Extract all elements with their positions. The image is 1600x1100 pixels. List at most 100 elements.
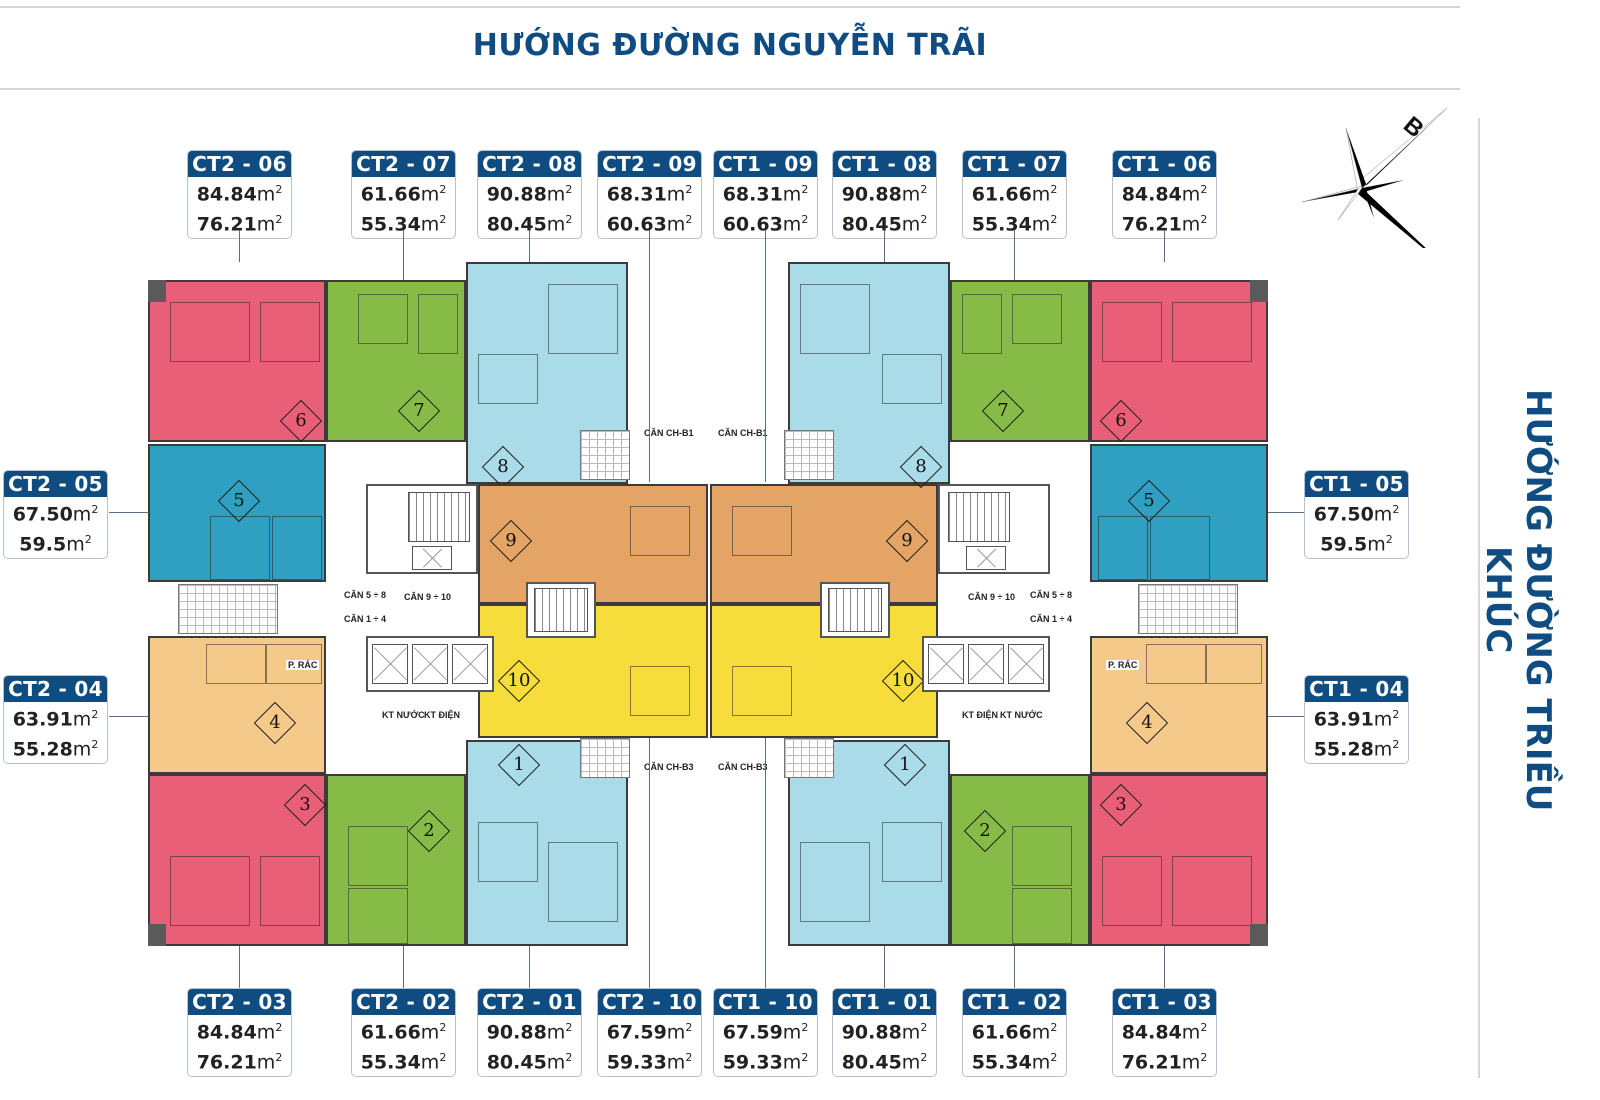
can-ch-b3-label-left: CĂN CH-B3 [644, 762, 694, 772]
can-9-10-label-ct2: CĂN 9 ÷ 10 [404, 592, 451, 602]
can-1-4-label-ct2: CĂN 1 ÷ 4 [344, 614, 386, 624]
unit-ct2-02[interactable]: 2 [326, 774, 466, 946]
leader-line [765, 230, 766, 482]
unit-code: CT1 - 03 [1113, 989, 1216, 1015]
kt-dien-label-ct1: KT ĐIỆN [962, 710, 998, 720]
structural-column [1250, 280, 1268, 302]
unit-label-ct1-02[interactable]: CT1 - 02 61.66m2 55.34m2 [962, 988, 1067, 1077]
can-5-8-label-ct2: CĂN 5 ÷ 8 [344, 590, 386, 600]
unit-label-ct2-07[interactable]: CT2 - 07 61.66m2 55.34m2 [351, 150, 456, 239]
unit-ct1-03[interactable]: 3 [1090, 774, 1268, 946]
unit-label-ct1-05[interactable]: CT1 - 05 67.50m2 59.5m2 [1304, 470, 1409, 559]
structural-column [1250, 924, 1268, 946]
leader-line [1014, 230, 1015, 280]
compass-north-label: B [1398, 111, 1429, 143]
elevator-bank-ct2 [366, 636, 494, 692]
balcony-grid [580, 738, 630, 778]
unit-ct2-03[interactable]: 3 [148, 774, 327, 946]
unit-ct2-04[interactable]: 4 [148, 636, 326, 774]
leader-line [1268, 716, 1304, 717]
balcony-grid [580, 430, 630, 480]
unit-label-ct2-04[interactable]: CT2 - 04 63.91m2 55.28m2 [3, 675, 108, 764]
side-divider [1478, 118, 1480, 1078]
unit-code: CT1 - 01 [833, 989, 936, 1015]
unit-label-ct2-02[interactable]: CT2 - 02 61.66m2 55.34m2 [351, 988, 456, 1077]
stair-core-ct2-lower [526, 582, 596, 638]
unit-code: CT1 - 02 [963, 989, 1066, 1015]
structural-column [148, 280, 166, 302]
balcony-grid [784, 430, 834, 480]
unit-label-ct2-01[interactable]: CT2 - 01 90.88m2 80.45m2 [477, 988, 582, 1077]
leader-line [1268, 512, 1304, 513]
unit-label-ct1-07[interactable]: CT1 - 07 61.66m2 55.34m2 [962, 150, 1067, 239]
unit-ct1-02[interactable]: 2 [950, 774, 1090, 946]
balcony-grid [1138, 584, 1238, 634]
can-ch-b1-label-right: CĂN CH-B1 [718, 428, 768, 438]
unit-ct2-06[interactable]: 6 [148, 280, 326, 443]
unit-code: CT2 - 09 [598, 151, 701, 177]
leader-line [884, 230, 885, 262]
page-title: HƯỚNG ĐƯỜNG NGUYỄN TRÃI [472, 28, 988, 63]
can-1-4-label-ct1: CĂN 1 ÷ 4 [1030, 614, 1072, 624]
leader-line [1014, 946, 1015, 988]
unit-label-ct1-09[interactable]: CT1 - 09 68.31m2 60.63m2 [713, 150, 818, 239]
unit-code: CT2 - 02 [352, 989, 455, 1015]
unit-label-ct2-10[interactable]: CT2 - 10 67.59m2 59.33m2 [597, 988, 702, 1077]
unit-label-ct2-06[interactable]: CT2 - 06 84.84m2 76.21m2 [187, 150, 292, 239]
stair-core-ct1 [938, 484, 1050, 574]
unit-ct2-05[interactable]: 5 [148, 444, 326, 582]
unit-label-ct1-10[interactable]: CT1 - 10 67.59m2 59.33m2 [713, 988, 818, 1077]
unit-code: CT2 - 10 [598, 989, 701, 1015]
unit-code: CT1 - 07 [963, 151, 1066, 177]
unit-code: CT1 - 08 [833, 151, 936, 177]
unit-ct1-06[interactable]: 6 [1090, 280, 1268, 443]
unit-label-ct1-06[interactable]: CT1 - 06 84.84m2 76.21m2 [1112, 150, 1217, 239]
unit-code: CT2 - 04 [4, 676, 107, 702]
unit-ct1-04[interactable]: 4 [1090, 636, 1268, 774]
unit-label-ct2-05[interactable]: CT2 - 05 67.50m2 59.5m2 [3, 470, 108, 559]
can-ch-b1-label-left: CĂN CH-B1 [644, 428, 694, 438]
compass-rose-icon: B [1301, 108, 1448, 248]
p-rac-label-ct2: P. RÁC [286, 660, 320, 670]
unit-code: CT1 - 05 [1305, 471, 1408, 497]
unit-code: CT2 - 05 [4, 471, 107, 497]
side-title: HƯỚNG ĐƯỜNG TRIỀU KHÚC [1478, 388, 1558, 812]
balcony-grid [178, 584, 278, 634]
leader-line [239, 230, 240, 262]
leader-line [109, 716, 149, 717]
unit-code: CT2 - 06 [188, 151, 291, 177]
leader-line [1164, 946, 1165, 988]
unit-label-ct1-03[interactable]: CT1 - 03 84.84m2 76.21m2 [1112, 988, 1217, 1077]
leader-line [884, 946, 885, 988]
unit-label-ct2-09[interactable]: CT2 - 09 68.31m2 60.63m2 [597, 150, 702, 239]
kt-nuoc-label-ct2: KT NƯỚC [382, 710, 425, 720]
leader-line [1164, 230, 1165, 262]
unit-code: CT1 - 06 [1113, 151, 1216, 177]
stair-core-ct2 [366, 484, 478, 574]
leader-line [109, 512, 149, 513]
unit-label-ct1-08[interactable]: CT1 - 08 90.88m2 80.45m2 [832, 150, 937, 239]
unit-label-ct1-04[interactable]: CT1 - 04 63.91m2 55.28m2 [1304, 675, 1409, 764]
elevator-bank-ct1 [922, 636, 1050, 692]
unit-code: CT2 - 03 [188, 989, 291, 1015]
leader-line [403, 230, 404, 280]
unit-label-ct1-01[interactable]: CT1 - 01 90.88m2 80.45m2 [832, 988, 937, 1077]
leader-line [765, 738, 766, 988]
can-ch-b3-label-right: CĂN CH-B3 [718, 762, 768, 772]
unit-ct1-07[interactable]: 7 [950, 280, 1090, 442]
leader-line [649, 230, 650, 482]
unit-label-ct2-03[interactable]: CT2 - 03 84.84m2 76.21m2 [187, 988, 292, 1077]
can-5-8-label-ct1: CĂN 5 ÷ 8 [1030, 590, 1072, 600]
p-rac-label-ct1: P. RÁC [1106, 660, 1140, 670]
kt-nuoc-label-ct1: KT NƯỚC [1000, 710, 1043, 720]
unit-code: CT1 - 09 [714, 151, 817, 177]
kt-dien-label-ct2: KT ĐIỆN [424, 710, 460, 720]
leader-line [649, 738, 650, 988]
balcony-grid [784, 738, 834, 778]
unit-ct1-05[interactable]: 5 [1090, 444, 1268, 582]
title-divider [0, 88, 1460, 90]
unit-ct2-07[interactable]: 7 [326, 280, 466, 442]
unit-code: CT1 - 04 [1305, 676, 1408, 702]
unit-label-ct2-08[interactable]: CT2 - 08 90.88m2 80.45m2 [477, 150, 582, 239]
can-9-10-label-ct1: CĂN 9 ÷ 10 [968, 592, 1015, 602]
